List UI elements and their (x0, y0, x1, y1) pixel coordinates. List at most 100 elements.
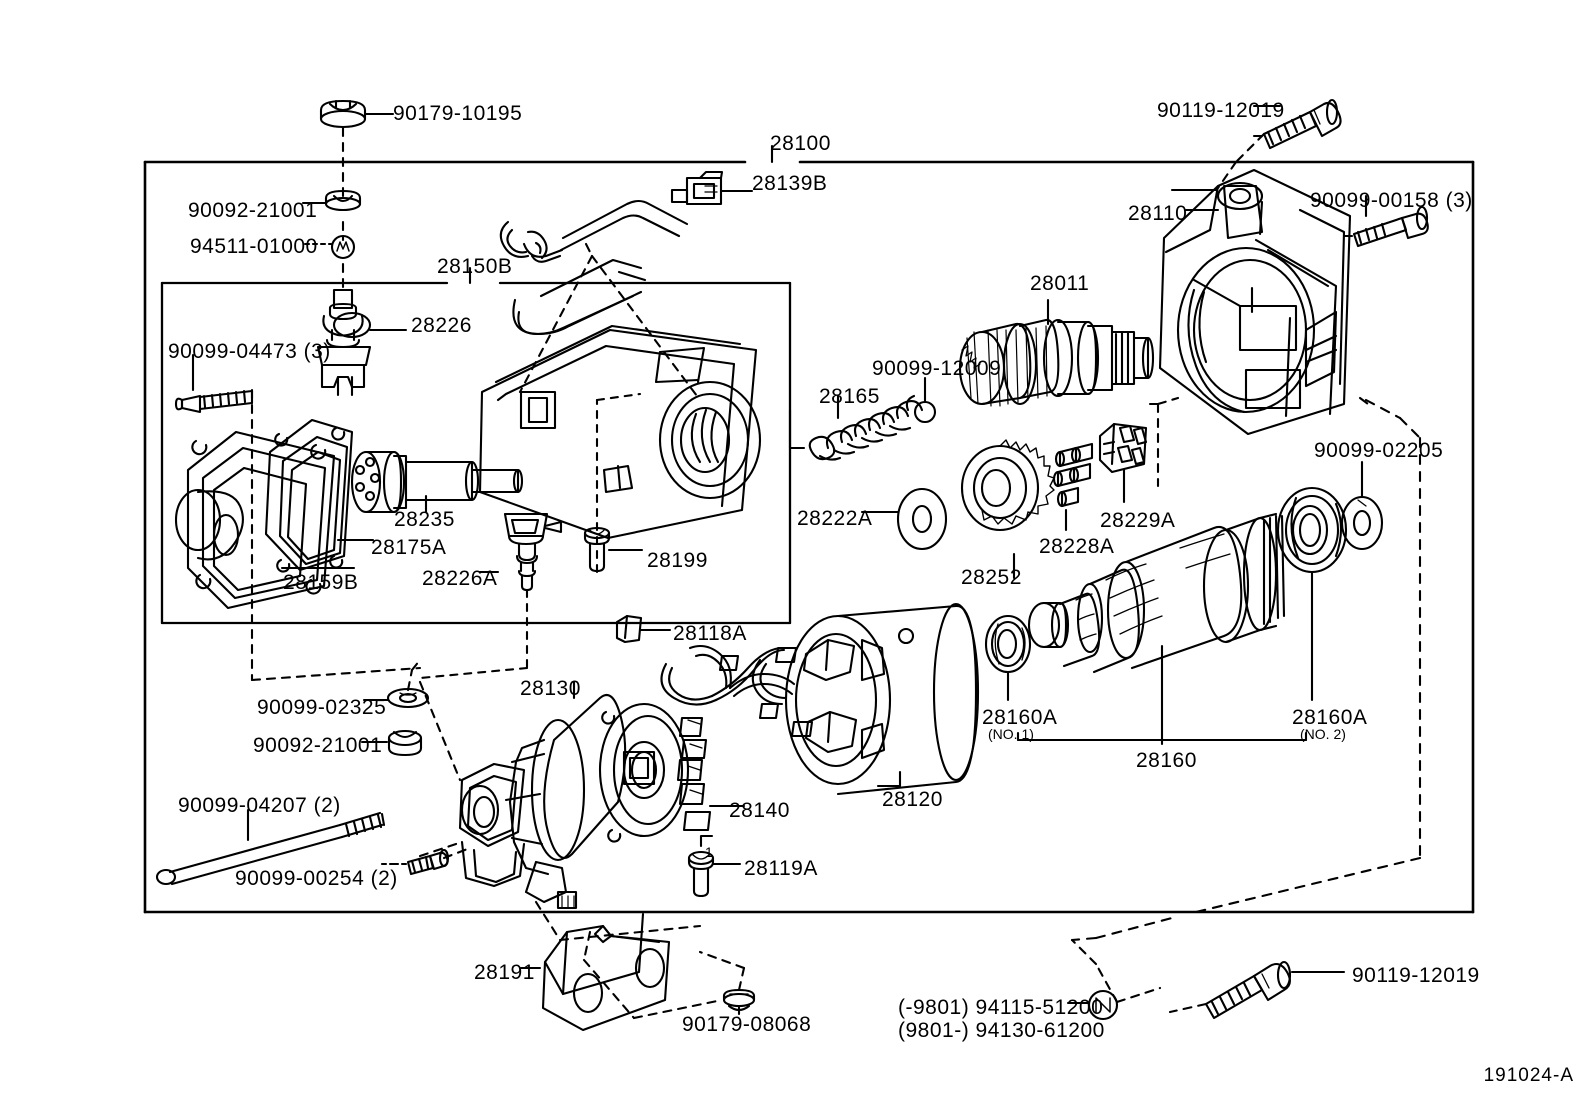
part-label-l44: 1 (705, 844, 713, 860)
part-label-l30: 28160 (1136, 749, 1197, 772)
part-28110 (1158, 168, 1352, 436)
dash-bolt-bottom (1168, 1002, 1208, 1014)
part-label-l19: 28228A (1039, 535, 1115, 558)
bracket-28160 (1016, 731, 1308, 742)
part-90099-00158 (1342, 194, 1429, 248)
part-90179-08068 (722, 988, 756, 1016)
part-label-l18: 28252 (961, 566, 1022, 589)
part-label-l02: 90092-21001 (188, 199, 318, 222)
part-28252 (960, 439, 1055, 580)
part-label-l33: 28140 (729, 799, 790, 822)
part-94511-01000 (303, 234, 356, 260)
part-label-l01: 90179-10195 (393, 102, 523, 125)
part-label-l22: 28110 (1128, 202, 1188, 225)
dash-00254 (442, 846, 472, 860)
part-label-l08: 90099-04473 (3) (168, 340, 331, 363)
part-90099-02205 (1340, 460, 1384, 551)
dash-28130 (418, 680, 702, 942)
diagram-id: 191024-A (1483, 1065, 1574, 1086)
part-90119-12019-bottom (1204, 960, 1346, 1020)
dash-28011-boundary (1156, 396, 1180, 488)
part-label-l06: 28150B (437, 255, 513, 278)
part-28191 (519, 912, 671, 1032)
part-28175A (264, 418, 375, 573)
part-label-l38: 28119A (744, 857, 818, 880)
dash-28199 (595, 392, 642, 574)
part-label-l03: 94511-01000 (190, 235, 318, 258)
part-90099-04473 (174, 353, 254, 414)
part-label-l29: (NO. 2) (1300, 726, 1346, 742)
part-28229A (1098, 422, 1148, 504)
part-28226 (316, 288, 408, 397)
part-label-l16: 90099-12009 (872, 357, 1002, 380)
dash-04473-to-housing (250, 388, 422, 682)
part-label-l14: 28118A (673, 622, 747, 645)
part-label-l42: (9801-) 94130-61200 (898, 1019, 1105, 1042)
dash-bolt-top (1216, 132, 1266, 190)
part-28130 (458, 680, 627, 910)
part-label-l20: 28229A (1100, 509, 1176, 532)
part-label-l05: 28139B (752, 172, 828, 195)
dash-clip (1070, 938, 1162, 1004)
part-label-l40: 90179-08068 (682, 1013, 812, 1036)
part-28160A-no2 (1276, 486, 1348, 702)
part-label-l17: 28222A (797, 507, 873, 530)
part-28140 (598, 702, 746, 843)
dash-28110-bottom (1358, 396, 1370, 406)
part-28235 (350, 450, 524, 514)
part-label-l21: 28011 (1030, 272, 1090, 295)
part-label-l31: 28120 (882, 788, 943, 811)
part-28160 (1027, 512, 1286, 746)
part-90119-12019-top (1252, 98, 1342, 150)
part-28228A (1052, 442, 1094, 532)
part-label-l13: 28199 (647, 549, 708, 572)
part-28160A-no1 (984, 614, 1032, 702)
part-label-l32: 28130 (520, 677, 581, 700)
part-label-l07: 28226 (411, 314, 472, 337)
part-label-l10: 28175A (371, 536, 447, 559)
part-label-l24: 90099-00158 (3) (1310, 189, 1473, 212)
part-label-l28: 28160A (1292, 706, 1368, 729)
dash-28191 (582, 930, 724, 1020)
part-90092-21001-top (301, 189, 362, 212)
part-label-l37: 90099-00254 (2) (235, 867, 398, 890)
part-90099-12009 (913, 376, 937, 424)
part-28011 (958, 298, 1155, 407)
part-label-l43: 90119-12019 (1352, 964, 1480, 987)
part-label-l26: 28160A (982, 706, 1058, 729)
dash-28226A (418, 588, 529, 680)
part-label-l15: 28165 (819, 385, 880, 408)
part-label-l34: 90099-02325 (257, 696, 387, 719)
part-label-l36: 90099-04207 (2) (178, 794, 341, 817)
part-28119A (687, 834, 742, 898)
part-28165 (788, 394, 924, 461)
part-28150B-body (478, 170, 762, 540)
subassembly-frame-28150B (160, 266, 792, 625)
part-28159B (174, 430, 356, 610)
part-label-l41: (-9801) 94115-51200 (898, 996, 1104, 1019)
part-label-l04: 28100 (770, 132, 831, 155)
part-label-l12: 28226A (422, 567, 498, 590)
dash-right-group-boundary (1070, 398, 1422, 942)
part-28199 (583, 526, 644, 573)
dash-28150B-to-frame (518, 242, 702, 402)
part-label-l39: 28191 (474, 961, 535, 984)
part-90092-21001-lower (360, 729, 423, 757)
part-label-l23: 90119-12019 (1157, 99, 1285, 122)
part-90179-10195 (319, 99, 395, 129)
part-28120 (660, 602, 980, 796)
dash-02325 (406, 658, 422, 692)
group-frame-28100 (143, 144, 1475, 914)
part-28118A (615, 614, 672, 644)
part-label-l11: 28159B (283, 571, 359, 594)
part-label-l27: (NO. 1) (988, 726, 1034, 742)
part-28222A (860, 487, 948, 551)
part-label-l09: 28235 (394, 508, 455, 531)
part-90099-00254 (376, 848, 450, 876)
part-94115-94130-clip (1066, 989, 1119, 1021)
part-label-l25: 90099-02205 (1314, 439, 1444, 462)
part-90099-04207 (155, 808, 386, 886)
part-label-l35: 90092-21001 (253, 734, 383, 757)
